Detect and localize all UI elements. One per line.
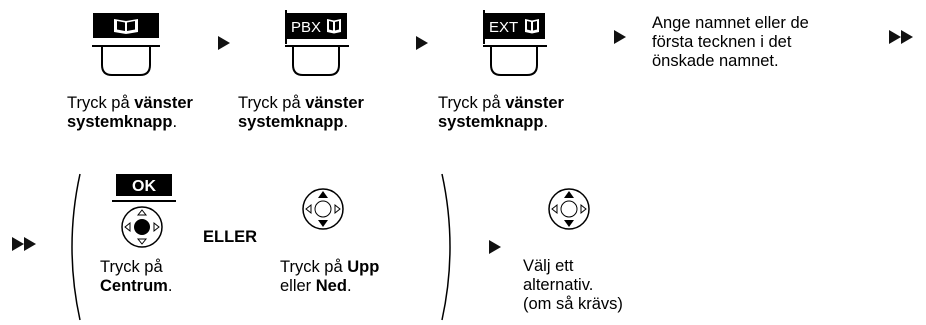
left-soft-key-pbx-icon: PBX (285, 10, 349, 76)
right-parenthesis (441, 173, 451, 321)
navigator-up-down-icon (548, 188, 590, 230)
pbx-label: PBX (291, 19, 321, 36)
next-arrow-icon (218, 36, 230, 50)
ok-key-label: OK (132, 178, 156, 195)
or-label: ELLER (203, 228, 258, 246)
left-parenthesis (71, 173, 81, 321)
continue-double-arrow-icon (12, 237, 36, 256)
step2-caption: Tryck på vänster systemknapp. (238, 94, 364, 131)
step3-bold-key: systemknapp (438, 113, 544, 131)
step5-line2: alternativ. (523, 276, 594, 294)
step5-caption: Välj ett alternativ. (om så krävs) (523, 257, 663, 314)
option-center-caption: Tryck på Centrum. (100, 258, 220, 296)
step4-instruction: Ange namnet eller de första tecknen i de… (652, 14, 852, 71)
left-soft-key-ext-icon: EXT (483, 10, 547, 76)
next-arrow-icon (614, 30, 626, 44)
option-updown-caption: Tryck på Upp eller Ned. (280, 258, 380, 295)
step3-caption: Tryck på vänster systemknapp. (438, 94, 564, 131)
step2-bold-left: vänster (305, 94, 364, 112)
next-arrow-icon (416, 36, 428, 50)
option-center-bold: Centrum (100, 277, 168, 295)
step1-caption: Tryck på vänster systemknapp. (67, 94, 193, 131)
ok-key-icon: OK (112, 174, 176, 202)
next-arrow-icon (489, 240, 501, 254)
step4-line1: Ange namnet eller de (652, 14, 809, 32)
option-center-line1: Tryck på (100, 258, 163, 276)
navigator-up-down-icon (302, 188, 344, 230)
step3-bold-left: vänster (505, 94, 564, 112)
ext-label: EXT (489, 19, 518, 36)
step5-line1: Välj ett (523, 257, 574, 275)
option-updown-bold-up: Upp (347, 258, 380, 276)
navigator-center-icon (121, 206, 163, 248)
step1-bold-key: systemknapp (67, 113, 173, 131)
continue-double-arrow-icon (889, 30, 913, 49)
step4-line2: första tecknen i det (652, 33, 792, 51)
step2-bold-key: systemknapp (238, 113, 344, 131)
step5-line3: (om så krävs) (523, 295, 623, 313)
option-updown-bold-down: Ned (315, 277, 347, 295)
step4-line3: önskade namnet. (652, 52, 779, 70)
step1-bold-left: vänster (134, 94, 193, 112)
left-soft-key-icon (92, 10, 160, 76)
